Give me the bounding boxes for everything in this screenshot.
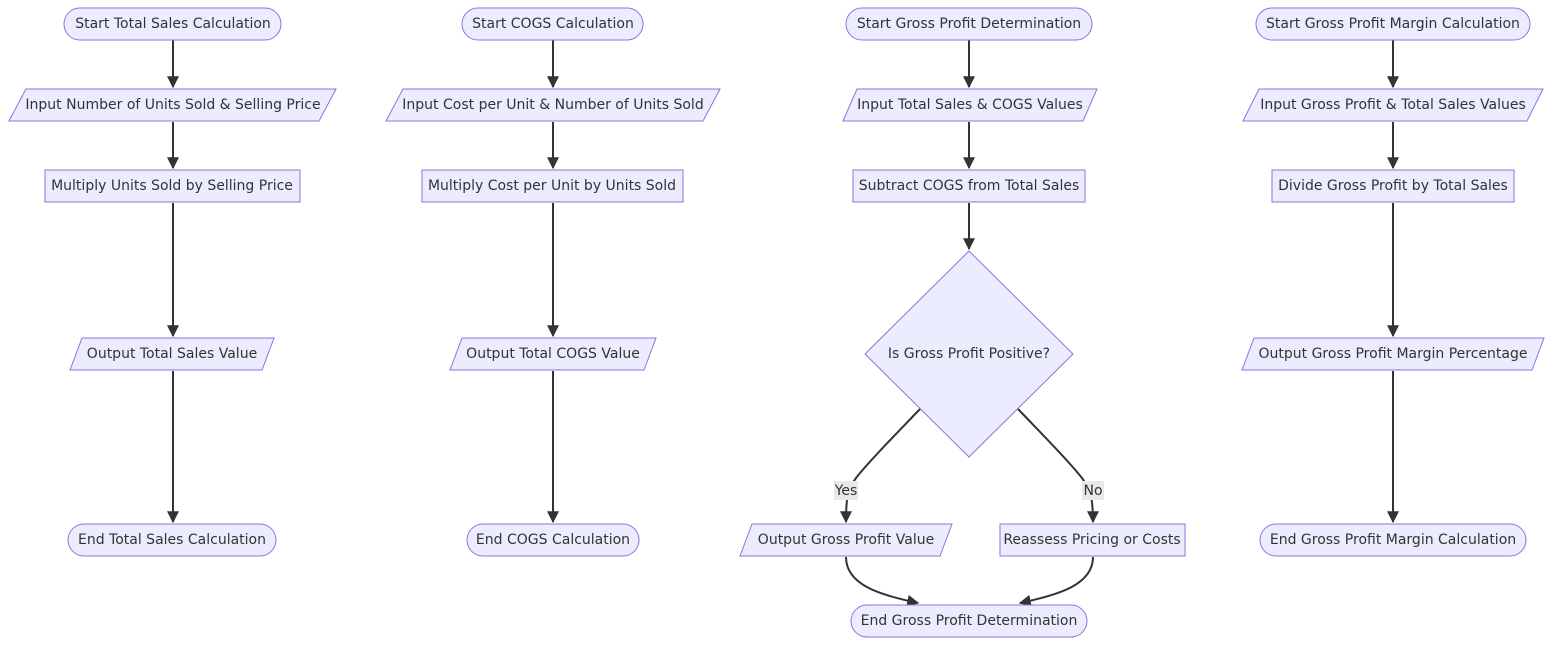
- divide-gp-sales-label: Divide Gross Profit by Total Sales: [1278, 178, 1508, 194]
- edge-gp-no-process-to-end: [1018, 556, 1094, 607]
- edge-label-no-text: No: [1083, 483, 1102, 499]
- output-gpm-node[interactable]: Output Gross Profit Margin Percentage: [1241, 337, 1545, 371]
- output-total-sales-label: Output Total Sales Value: [87, 346, 257, 362]
- output-total-cogs-label: Output Total COGS Value: [466, 346, 640, 362]
- edge-gp-decision-no: [1017, 408, 1099, 524]
- end-gross-profit-label: End Gross Profit Determination: [861, 613, 1078, 629]
- input-gp-sales-node[interactable]: Input Gross Profit & Total Sales Values: [1242, 88, 1544, 122]
- start-total-sales-node[interactable]: Start Total Sales Calculation: [63, 7, 282, 41]
- input-gp-sales-label: Input Gross Profit & Total Sales Values: [1260, 97, 1526, 113]
- multiply-units-price-label: Multiply Units Sold by Selling Price: [51, 178, 293, 194]
- flow-gross-profit: Start Gross Profit Determination Input T…: [739, 7, 1186, 638]
- end-gross-profit-node[interactable]: End Gross Profit Determination: [850, 604, 1088, 638]
- subtract-cogs-node[interactable]: Subtract COGS from Total Sales: [852, 169, 1086, 203]
- start-gross-profit-node[interactable]: Start Gross Profit Determination: [845, 7, 1093, 41]
- flow-gross-profit-margin: Start Gross Profit Margin Calculation In…: [1241, 7, 1545, 557]
- edge-gp-yes-output-to-end: [845, 556, 920, 607]
- end-total-sales-node[interactable]: End Total Sales Calculation: [67, 523, 277, 557]
- flow-total-sales: Start Total Sales Calculation Input Numb…: [8, 7, 337, 557]
- input-sales-cogs-node[interactable]: Input Total Sales & COGS Values: [842, 88, 1098, 122]
- divide-gp-sales-node[interactable]: Divide Gross Profit by Total Sales: [1271, 169, 1515, 203]
- start-gross-profit-label: Start Gross Profit Determination: [857, 16, 1081, 32]
- end-gpm-node[interactable]: End Gross Profit Margin Calculation: [1259, 523, 1527, 557]
- input-cost-units-node[interactable]: Input Cost per Unit & Number of Units So…: [385, 88, 721, 122]
- input-cost-units-label: Input Cost per Unit & Number of Units So…: [402, 97, 703, 113]
- reassess-pricing-node[interactable]: Reassess Pricing or Costs: [999, 523, 1186, 557]
- start-gpm-node[interactable]: Start Gross Profit Margin Calculation: [1255, 7, 1531, 41]
- edge-label-yes-text: Yes: [834, 483, 858, 499]
- edge-label-yes: Yes: [834, 481, 858, 500]
- output-gpm-label: Output Gross Profit Margin Percentage: [1259, 346, 1528, 362]
- end-total-sales-label: End Total Sales Calculation: [78, 532, 266, 548]
- end-gpm-label: End Gross Profit Margin Calculation: [1270, 532, 1516, 548]
- output-gross-profit-node[interactable]: Output Gross Profit Value: [739, 523, 953, 557]
- multiply-cost-units-label: Multiply Cost per Unit by Units Sold: [428, 178, 676, 194]
- start-total-sales-label: Start Total Sales Calculation: [75, 16, 271, 32]
- end-cogs-node[interactable]: End COGS Calculation: [466, 523, 640, 557]
- output-total-cogs-node[interactable]: Output Total COGS Value: [449, 337, 657, 371]
- gross-profit-positive-label: Is Gross Profit Positive?: [888, 346, 1050, 362]
- flow-cogs: Start COGS Calculation Input Cost per Un…: [385, 7, 721, 557]
- edge-label-no: No: [1082, 481, 1104, 500]
- end-cogs-label: End COGS Calculation: [476, 532, 630, 548]
- multiply-cost-units-node[interactable]: Multiply Cost per Unit by Units Sold: [421, 169, 684, 203]
- start-cogs-node[interactable]: Start COGS Calculation: [461, 7, 644, 41]
- reassess-pricing-label: Reassess Pricing or Costs: [1003, 532, 1180, 548]
- multiply-units-price-node[interactable]: Multiply Units Sold by Selling Price: [44, 169, 301, 203]
- input-units-price-node[interactable]: Input Number of Units Sold & Selling Pri…: [8, 88, 337, 122]
- gross-profit-positive-decision[interactable]: Is Gross Profit Positive?: [864, 250, 1074, 458]
- edge-gp-decision-yes: [840, 408, 921, 524]
- subtract-cogs-label: Subtract COGS from Total Sales: [859, 178, 1080, 194]
- output-total-sales-node[interactable]: Output Total Sales Value: [69, 337, 275, 371]
- input-units-price-label: Input Number of Units Sold & Selling Pri…: [25, 97, 320, 113]
- start-cogs-label: Start COGS Calculation: [472, 16, 634, 32]
- output-gross-profit-label: Output Gross Profit Value: [758, 532, 934, 548]
- start-gpm-label: Start Gross Profit Margin Calculation: [1266, 16, 1520, 32]
- edges: [167, 40, 1399, 607]
- input-sales-cogs-label: Input Total Sales & COGS Values: [857, 97, 1083, 113]
